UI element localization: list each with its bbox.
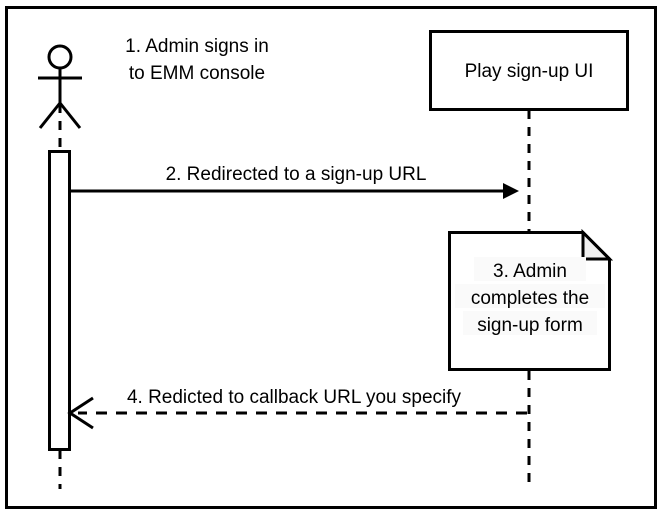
actor-admin[interactable] [38, 44, 82, 489]
message-2[interactable] [70, 183, 519, 199]
note-fold-icon [581, 228, 614, 261]
message-4-arrowhead [67, 396, 94, 430]
note-line-2: completes the [471, 288, 589, 309]
note-text-backdrop-2 [455, 284, 605, 308]
activation-bar-admin [48, 150, 71, 451]
note-text-backdrop-3 [463, 311, 597, 335]
actor-play-signup-ui[interactable]: Play sign-up UI [429, 30, 629, 111]
note-step-3: 3. Admin completes the sign-up form [448, 228, 614, 371]
message-2-arrowhead [503, 183, 519, 199]
message-4-label: 4. Redicted to callback URL you specify [127, 387, 462, 408]
note-line-3: sign-up form [477, 315, 583, 336]
note-text-backdrop-1 [474, 257, 586, 281]
message-4[interactable] [67, 396, 527, 430]
actor-box-label: Play sign-up UI [465, 61, 594, 82]
actor-box-play-signup-ui [429, 30, 629, 111]
actor-admin-label-line1: 1. Admin signs in [125, 36, 269, 57]
actor-admin-label-line2: to EMM console [129, 63, 265, 84]
message-2-label: 2. Redirected to a sign-up URL [166, 164, 427, 185]
stick-figure-actor-icon [38, 44, 82, 129]
note-line-1: 3. Admin [493, 261, 567, 282]
